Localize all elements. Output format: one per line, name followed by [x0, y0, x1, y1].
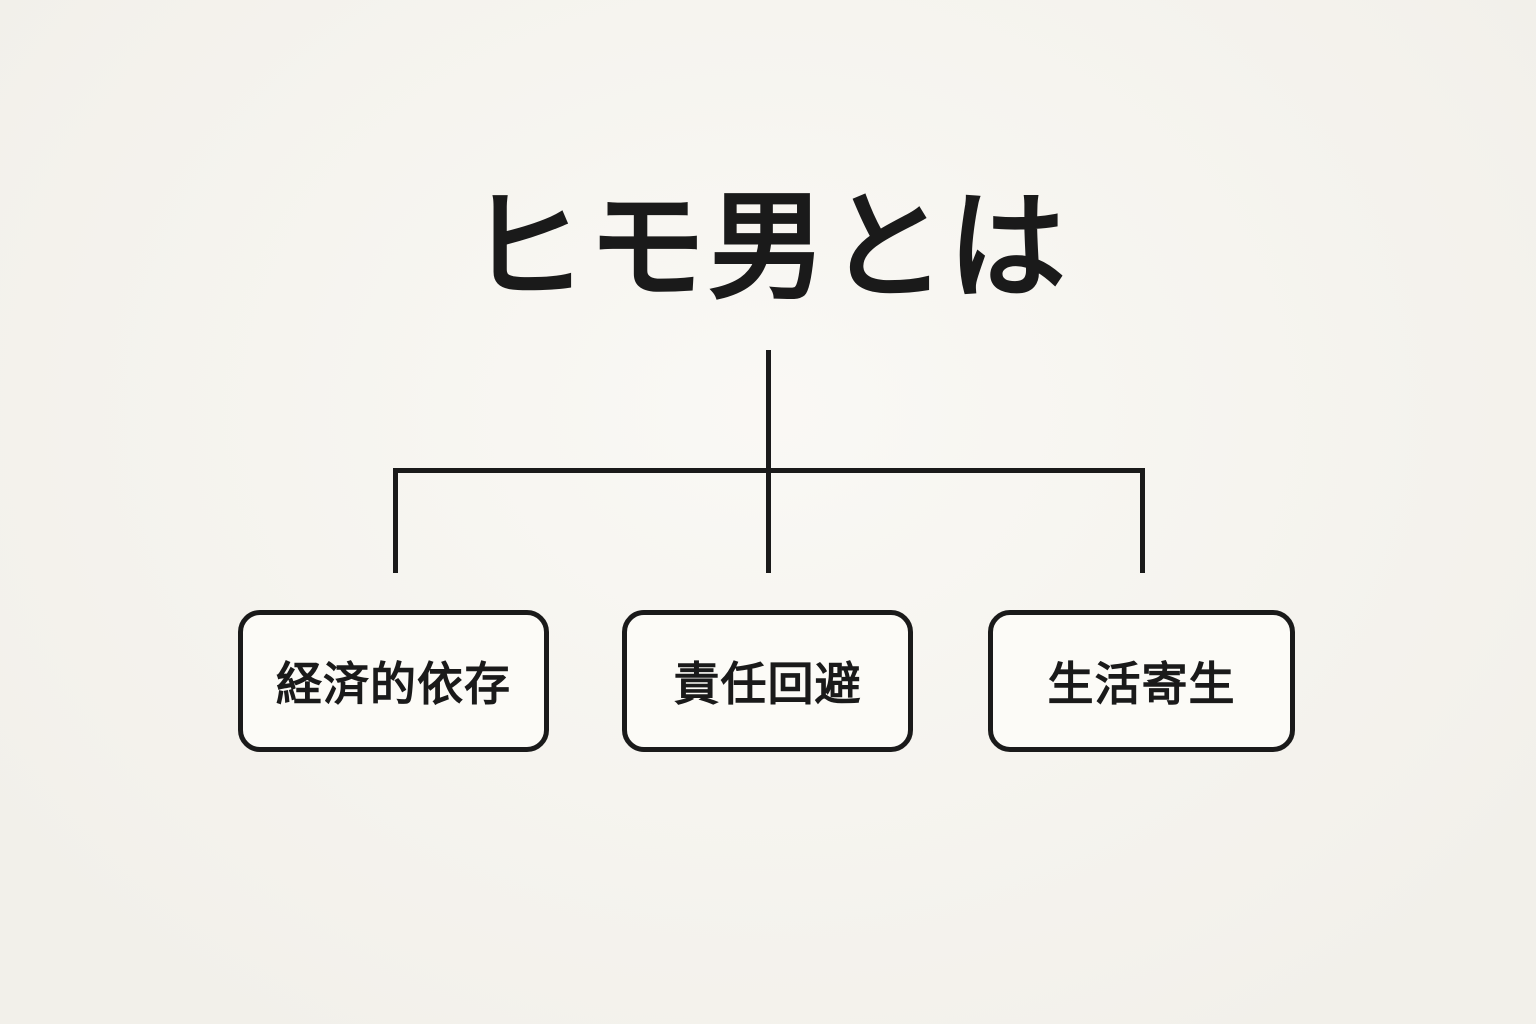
- connector-horizontal-bar: [393, 468, 1145, 473]
- node-economic-dependence: 経済的依存: [238, 610, 549, 752]
- node-label: 経済的依存: [276, 658, 511, 710]
- node-life-parasitism: 生活寄生: [988, 610, 1295, 752]
- connector-drop-left: [393, 468, 398, 573]
- node-label: 責任回避: [673, 658, 862, 710]
- connector-drop-right: [1140, 468, 1145, 573]
- node-label: 生活寄生: [1047, 658, 1236, 710]
- diagram-title: ヒモ男とは: [467, 182, 1068, 314]
- connector-trunk-vertical: [766, 350, 771, 573]
- node-responsibility-avoidance: 責任回避: [622, 610, 913, 752]
